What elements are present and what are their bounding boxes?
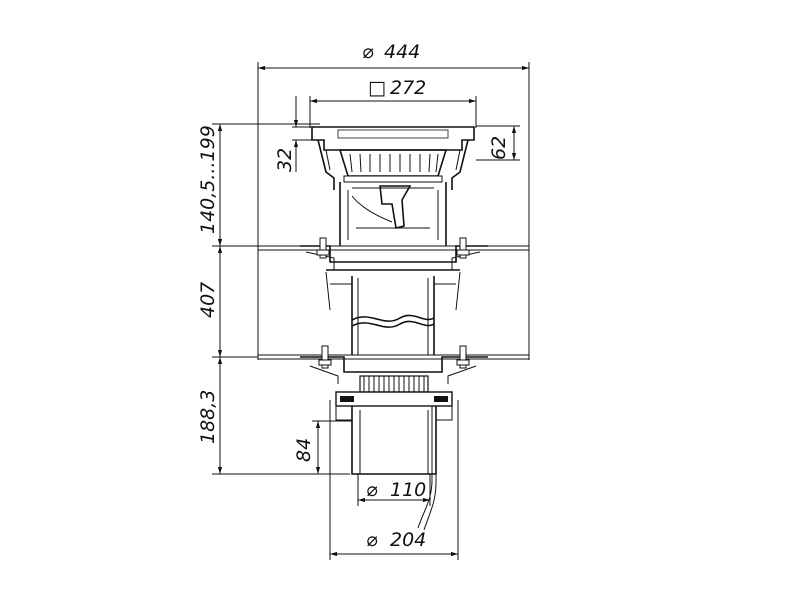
drain-body xyxy=(257,126,530,531)
comb-teeth xyxy=(363,376,425,392)
grate-square-symbol: □ xyxy=(368,77,386,99)
dim-grate-height: 32 xyxy=(274,96,320,172)
overall-diameter-value: 444 xyxy=(384,41,420,63)
grate-square-value: 272 xyxy=(390,77,426,99)
frame-height-value: 62 xyxy=(488,136,510,160)
dim-frame-height: 62 xyxy=(476,125,520,161)
outlet-diameter-value: 110 xyxy=(390,479,426,501)
outlet-length-value: 84 xyxy=(293,438,315,462)
overall-diameter-symbol: ⌀ xyxy=(362,41,374,63)
lower-height-value: 188,3 xyxy=(197,390,219,444)
flange-diameter-value: 204 xyxy=(390,529,426,551)
upper-bolts xyxy=(316,237,470,259)
flange-diameter-symbol: ⌀ xyxy=(366,529,378,551)
middle-height-value: 407 xyxy=(197,282,219,318)
dim-left-chain: 140,5...199 407 188,3 xyxy=(197,123,350,475)
grate-height-value: 32 xyxy=(274,148,296,172)
dim-outlet-diameter: ⌀ 110 xyxy=(357,474,431,506)
dim-outlet-length: 84 xyxy=(293,420,352,474)
upper-adjust-value: 140,5...199 xyxy=(197,125,219,234)
outlet-diameter-symbol: ⌀ xyxy=(366,479,378,501)
leaf-guard-slots xyxy=(349,153,439,173)
dim-overall-diameter: ⌀ 444 xyxy=(257,41,530,360)
lower-bolts xyxy=(318,345,470,369)
dim-grate-square: □ 272 xyxy=(309,77,477,128)
